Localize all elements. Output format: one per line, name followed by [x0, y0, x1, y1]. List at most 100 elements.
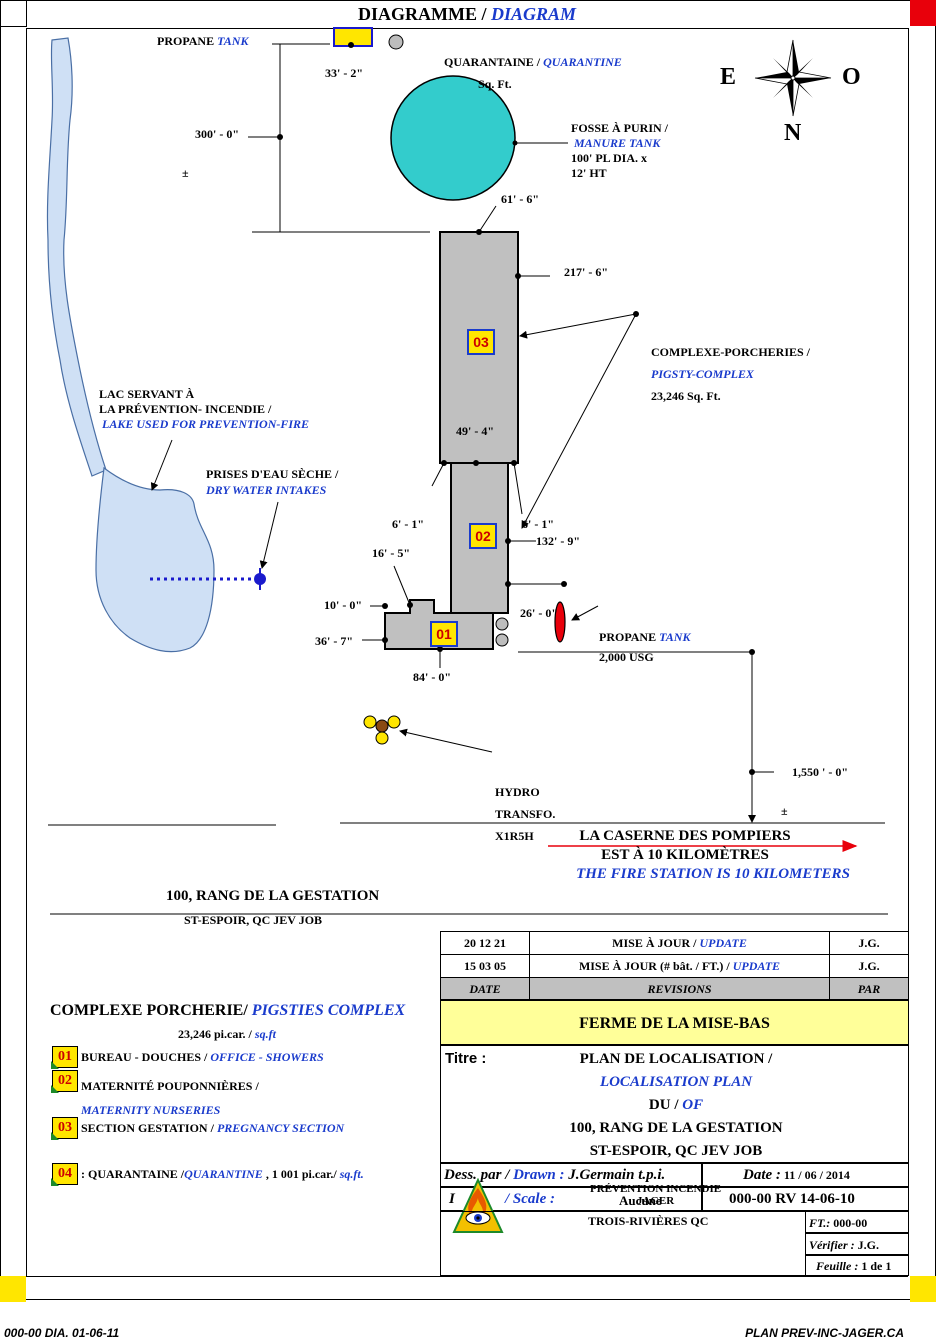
verif-value: J.G. — [854, 1238, 879, 1252]
legend-title-fr: COMPLEXE PORCHERIE/ — [50, 1002, 252, 1019]
plusminus-2: ± — [781, 804, 788, 818]
verif-box: Vérifier : J.G. — [805, 1233, 909, 1255]
revision-row: 20 12 21 MISE À JOUR / UPDATE J.G. — [440, 931, 909, 955]
equipment-circle-1 — [495, 617, 509, 631]
compass-rose — [754, 39, 832, 117]
propane-tank — [554, 601, 566, 643]
prises-en: DRY WATER INTAKES — [206, 483, 327, 497]
address-line-1: 100, RANG DE LA GESTATION — [166, 888, 380, 904]
intake-leader — [259, 501, 279, 569]
rev-text-en: UPDATE — [699, 935, 747, 950]
company-line-2: JAGER — [636, 1195, 675, 1207]
drawn-row: Dess. par / Drawn : J.Germain t.p.i. — [444, 1167, 665, 1184]
prises-label: PRISES D'EAU SÈCHE / DRY WATER INTAKES — [206, 466, 338, 498]
quarantaine-label: QUARANTAINE / QUARANTINE — [444, 55, 622, 70]
title-addr-2: ST-ESPOIR, QC JEV JOB — [589, 1143, 763, 1159]
caserne-label: LA CASERNE DES POMPIERS EST À 10 KILOMÈT… — [548, 827, 878, 884]
revision-header-row: DATE REVISIONS PAR — [440, 977, 909, 1001]
dim-6-1-left-leader — [431, 462, 445, 487]
drawn-box: Dess. par / Drawn : J.Germain t.p.i. — [440, 1163, 702, 1187]
legend-area-fr: 23,246 pi.car. / — [178, 1027, 255, 1041]
propane-fr: PROPANE — [599, 630, 660, 644]
legend-item-04-en: QUARANTINE — [184, 1167, 263, 1181]
propane-top-fr: PROPANE — [157, 34, 218, 48]
fosse-ht: 12' HT — [571, 166, 607, 180]
dim-61-leader — [478, 205, 497, 233]
footer-right: PLAN PREV-INC-JAGER.CA — [745, 1326, 904, 1340]
complexe-fr: COMPLEXE-PORCHERIES / — [651, 345, 811, 359]
corner-bottom-right — [910, 1276, 936, 1302]
legend-title-en: PIGSTIES COMPLEX — [251, 1002, 406, 1019]
scale-prefix: I — [449, 1191, 455, 1207]
hydro-label: HYDRO TRANSFO. X1R5H — [495, 781, 555, 847]
caserne-en: THE FIRE STATION IS 10 KILOMETERS — [576, 866, 850, 882]
legend-item-03: SECTION GESTATION / PREGNANCY SECTION — [81, 1121, 344, 1136]
titre-label: Titre : — [445, 1050, 487, 1067]
b02-dot-mid — [473, 460, 479, 466]
rev-head-date: DATE — [440, 977, 530, 1001]
legend-badge-04: 04 — [51, 1163, 78, 1186]
plan-fr: PLAN DE LOCALISATION / — [579, 1051, 773, 1067]
date-row: Date : 11 / 06 / 2014 — [743, 1167, 850, 1184]
legend-item-04-extra: , 1 001 pi.car./ — [262, 1167, 340, 1181]
complexe-leader-1 — [519, 313, 637, 339]
compass-north: N — [784, 120, 802, 146]
hydro-line-3: X1R5H — [495, 829, 534, 843]
fosse-dia: 100' PL DIA. x — [571, 151, 648, 165]
legend-item-02: MATERNITÉ POUPONNIÈRES / MATERNITY NURSE… — [81, 1074, 259, 1122]
title-fr: DIAGRAMME — [357, 4, 477, 24]
drawn-by: J.Germain t.p.i. — [568, 1167, 666, 1183]
company-logo — [452, 1178, 504, 1233]
propane-en: TANK — [659, 630, 691, 644]
legend-title: COMPLEXE PORCHERIE/ PIGSTIES COMPLEX — [50, 1002, 416, 1020]
fosse-fr: FOSSE À PURIN / — [571, 121, 669, 135]
lac-line-2: LA PRÉVENTION- INCENDIE / — [99, 402, 272, 416]
ft-value: 000-00 — [830, 1216, 868, 1230]
hydro-line-1: HYDRO — [495, 785, 540, 799]
right-border-line — [908, 28, 909, 1276]
title-addr-1: 100, RANG DE LA GESTATION — [569, 1120, 783, 1136]
diagram-title: DIAGRAMME / DIAGRAM — [26, 0, 908, 29]
title-en: DIAGRAM — [490, 4, 577, 24]
propane-label: PROPANE TANK 2,000 USG — [599, 627, 690, 667]
company-city: TROIS-RIVIÈRES QC — [588, 1214, 709, 1228]
date-box: Date : 11 / 06 / 2014 — [702, 1163, 909, 1187]
verif-label: Vérifier : — [809, 1238, 855, 1252]
complexe-en: PIGSTY-COMPLEX — [651, 367, 754, 381]
legend-area: 23,246 pi.car. / sq.ft — [178, 1027, 276, 1042]
dess-label: Dess. par / — [444, 1167, 514, 1183]
propane-usg: 2,000 USG — [599, 650, 654, 664]
company-line-1: PRÉVENTION INCENDIE — [590, 1183, 722, 1195]
caserne-line-2: EST À 10 KILOMÈTRES — [601, 847, 769, 863]
sheet-box: Feuille : 1 de 1 — [805, 1255, 909, 1276]
rev-head-par: PAR — [829, 977, 909, 1001]
equipment-circle-2 — [495, 633, 509, 647]
corner-top-right — [910, 0, 936, 26]
ft-label: FT.: — [809, 1216, 831, 1230]
rev-head-rev: REVISIONS — [529, 977, 830, 1001]
address-line-2: ST-ESPOIR, QC JEV JOB — [184, 913, 323, 927]
dim-6-1-left: 6' - 1" — [392, 517, 424, 531]
dim-132-9: 132' - 9" — [536, 534, 580, 548]
compass-west: O — [842, 64, 861, 90]
dim-300-0: 300' - 0" — [195, 127, 239, 141]
legend-item-01-en: OFFICE - SHOWERS — [210, 1050, 324, 1064]
title-box: Titre : PLAN DE LOCALISATION / LOCALISAT… — [440, 1045, 909, 1163]
fosse-label: FOSSE À PURIN / MANURE TANK 100' PL DIA.… — [571, 121, 668, 181]
legend-item-03-fr: SECTION GESTATION / — [81, 1121, 217, 1135]
verif-row: Vérifier : J.G. — [809, 1238, 879, 1253]
dim-26-dot — [561, 581, 567, 587]
dim-33-2: 33' - 2" — [325, 66, 363, 80]
title-sep: / — [476, 4, 491, 24]
legend-item-01: BUREAU - DOUCHES / OFFICE - SHOWERS — [81, 1050, 324, 1065]
dim-49-4: 49' - 4" — [456, 424, 494, 438]
legend-item-04-unit: sq.ft. — [339, 1167, 364, 1181]
complexe-leader-2 — [521, 313, 637, 529]
complexe-label: COMPLEXE-PORCHERIES / PIGSTY-COMPLEX 23,… — [651, 341, 810, 407]
sqft-top: Sq. Ft. — [478, 77, 512, 91]
hydro-line-2: TRANSFO. — [495, 807, 556, 821]
building-01-label: 01 — [430, 621, 458, 647]
sheet-value: 1 de 1 — [858, 1259, 892, 1273]
drawn-label: Drawn : — [513, 1167, 569, 1183]
propane-top-dot — [348, 42, 354, 48]
